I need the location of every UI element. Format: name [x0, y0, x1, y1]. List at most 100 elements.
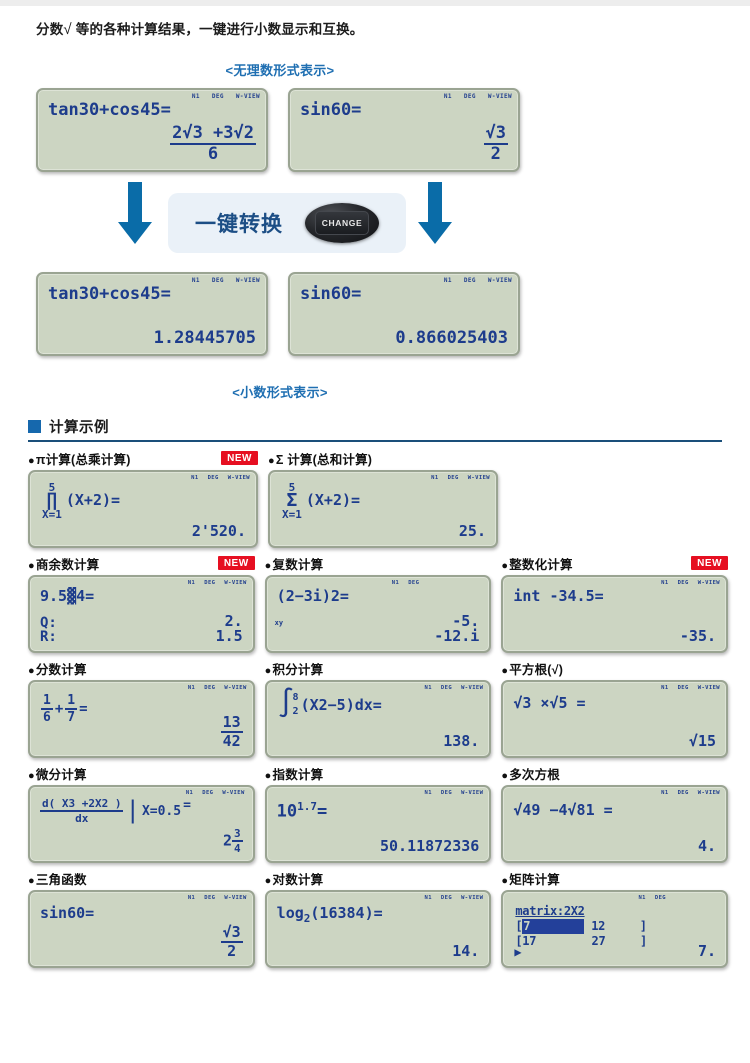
arrow-head [118, 222, 152, 244]
lcd-display: N1 DEG W-VIEW 5 Σ X=1 (X+2)= 25. [268, 470, 498, 548]
example-exponent: ●指数计算 N1 DEG W-VIEW 101.7= 50.11872336 [264, 763, 492, 863]
annunciator-wview: W-VIEW [697, 580, 721, 586]
f2-numerator: 1 [65, 693, 78, 710]
expression: (X2−5)dx= [300, 696, 382, 714]
eval-bar-icon: | [125, 796, 140, 825]
annunciator-deg: DEG [440, 685, 453, 691]
annunciator-n1: N1 [187, 895, 196, 901]
example-header: ●分数计算 [28, 658, 255, 678]
example-header: ●多次方根 [501, 763, 728, 783]
result: 138. [443, 732, 480, 750]
annunciator-deg: DEG [204, 895, 216, 901]
matrix-row-1: [7 12 ] [515, 919, 647, 934]
display-tan30-cos45-exact: N1 DEG W-VIEW tan30+cos45= 2√3 +3√2 6 [36, 88, 268, 172]
example-square-root: ●平方根(√) N1 DEG W-VIEW √3 ×√5 = √15 [501, 658, 729, 758]
example-title: ●π计算(总乘计算) [28, 452, 131, 467]
annunciator-n1: N1 [191, 277, 200, 284]
arrow-down-left [118, 182, 152, 244]
annunciator-row: N1 DEG W-VIEW [661, 580, 720, 586]
example-integer-conversion: ●整数化计算 NEW N1 DEG W-VIEW int -34.5= -35. [501, 553, 729, 653]
matrix-cell-21[interactable]: 17 [522, 934, 537, 948]
annunciator-wview: W-VIEW [222, 790, 245, 796]
expression: tan30+cos45= [48, 100, 171, 120]
change-key-button[interactable]: CHANGE [305, 203, 379, 243]
example-nth-root: ●多次方根 N1 DEG W-VIEW √49 −4√81 = 4. [501, 763, 729, 863]
expression-row: ∫ 8 2 (X2−5)dx= [278, 689, 382, 717]
example-title: ●指数计算 [264, 767, 324, 782]
annunciator-deg: DEG [207, 475, 219, 481]
annunciator-wview: W-VIEW [697, 685, 721, 691]
annunciator-n1: N1 [187, 685, 196, 691]
annunciator-deg: DEG [202, 790, 214, 796]
matrix-cell-22[interactable]: 27 [591, 934, 606, 948]
derivative-denominator: dx [75, 812, 89, 825]
section-header: 计算示例 [28, 416, 109, 437]
annunciator-row: N1 DEG W-VIEW [192, 277, 260, 284]
annunciator-n1: N1 [431, 475, 439, 481]
xy-annunciator: xy [274, 619, 284, 627]
annunciator-n1: N1 [443, 277, 452, 284]
annunciator-n1: N1 [187, 580, 196, 586]
annunciator-row: N1 DEG W-VIEW [444, 93, 512, 100]
caret-right-icon: ▶ [514, 945, 522, 959]
annunciator-n1: N1 [443, 93, 452, 100]
examples-row: ●微分计算 N1 DEG W-VIEW d( X3 +2X2 ) dx | X=… [28, 763, 729, 863]
example-title: ●复数计算 [264, 557, 324, 572]
annunciator-n1: N1 [391, 580, 400, 586]
annunciator-wview: W-VIEW [224, 685, 247, 691]
expression: 9.5▓4= [40, 587, 95, 605]
result-integer: 2 [223, 831, 233, 850]
annunciator-n1: N1 [191, 93, 200, 100]
result-imaginary: -12.i [434, 627, 480, 646]
expression: sin60= [300, 100, 362, 120]
annunciator-row: N1 DEG [638, 895, 666, 901]
upper-limit: 8 [292, 692, 299, 703]
result: √15 [688, 732, 717, 750]
annunciator-row: N1 DEG W-VIEW [424, 790, 483, 796]
annunciator-deg: DEG [408, 580, 420, 586]
annunciator-row: N1 DEG W-VIEW [188, 685, 247, 691]
matrix-cell-12[interactable]: 12 [591, 919, 606, 933]
examples-grid: ●π计算(总乘计算) NEW N1 DEG W-VIEW 5 ∏ X=1 (X+… [28, 448, 729, 973]
example-header: ●整数化计算 NEW [501, 553, 729, 573]
result-numerator: √3 [220, 923, 243, 943]
expression-row: log2(16384)= [276, 904, 383, 925]
base: 10 [276, 801, 298, 822]
annunciator-wview: W-VIEW [487, 277, 512, 284]
lcd-display: N1 DEG matrix:2X2 [7 12 ] [17 27 ] ▶ 7. [501, 890, 729, 968]
quotient-label: Q: [40, 614, 57, 631]
example-derivative: ●微分计算 N1 DEG W-VIEW d( X3 +2X2 ) dx | X=… [28, 763, 255, 863]
annunciator-deg: DEG [440, 790, 453, 796]
log-label: log [276, 904, 304, 922]
annunciator-wview: W-VIEW [235, 93, 260, 100]
matrix-cell-selected[interactable]: 7 [522, 919, 585, 934]
result-numerator: √3 [483, 123, 508, 145]
exponent: 1.7 [297, 800, 318, 813]
annunciator-deg: DEG [211, 93, 224, 100]
annunciator-row: N1 DEG W-VIEW [431, 475, 490, 481]
example-title: ●微分计算 [28, 767, 87, 782]
example-pi-product: ●π计算(总乘计算) NEW N1 DEG W-VIEW 5 ∏ X=1 (X+… [28, 448, 258, 548]
result: √3 2 [483, 123, 508, 163]
annunciator-row: N1 DEG [392, 580, 420, 586]
matrix-title: matrix:2X2 [515, 904, 585, 918]
result: 1.28445705 [153, 328, 256, 348]
caption-decimal-form: <小数形式表示> [232, 385, 328, 400]
annunciator-row: N1 DEG W-VIEW [661, 685, 720, 691]
quotient-remainder-values: 2. 1.5 [216, 613, 243, 646]
example-header: ●对数计算 [265, 868, 492, 888]
result-real: -5. [452, 611, 480, 630]
upper-limit: 5 [48, 481, 56, 494]
example-header: ●三角函数 [28, 868, 255, 888]
example-logarithm: ●对数计算 N1 DEG W-VIEW log2(16384)= 14. [264, 868, 492, 968]
example-quotient-remainder: ●商余数计算 NEW N1 DEG W-VIEW 9.5▓4= Q: R: 2.… [28, 553, 255, 653]
expression: (X+2)= [305, 491, 361, 510]
annunciator-row: N1 DEG W-VIEW [188, 895, 247, 901]
f2-denominator: 7 [67, 710, 76, 725]
lcd-display: N1 DEG W-VIEW log2(16384)= 14. [264, 890, 492, 968]
